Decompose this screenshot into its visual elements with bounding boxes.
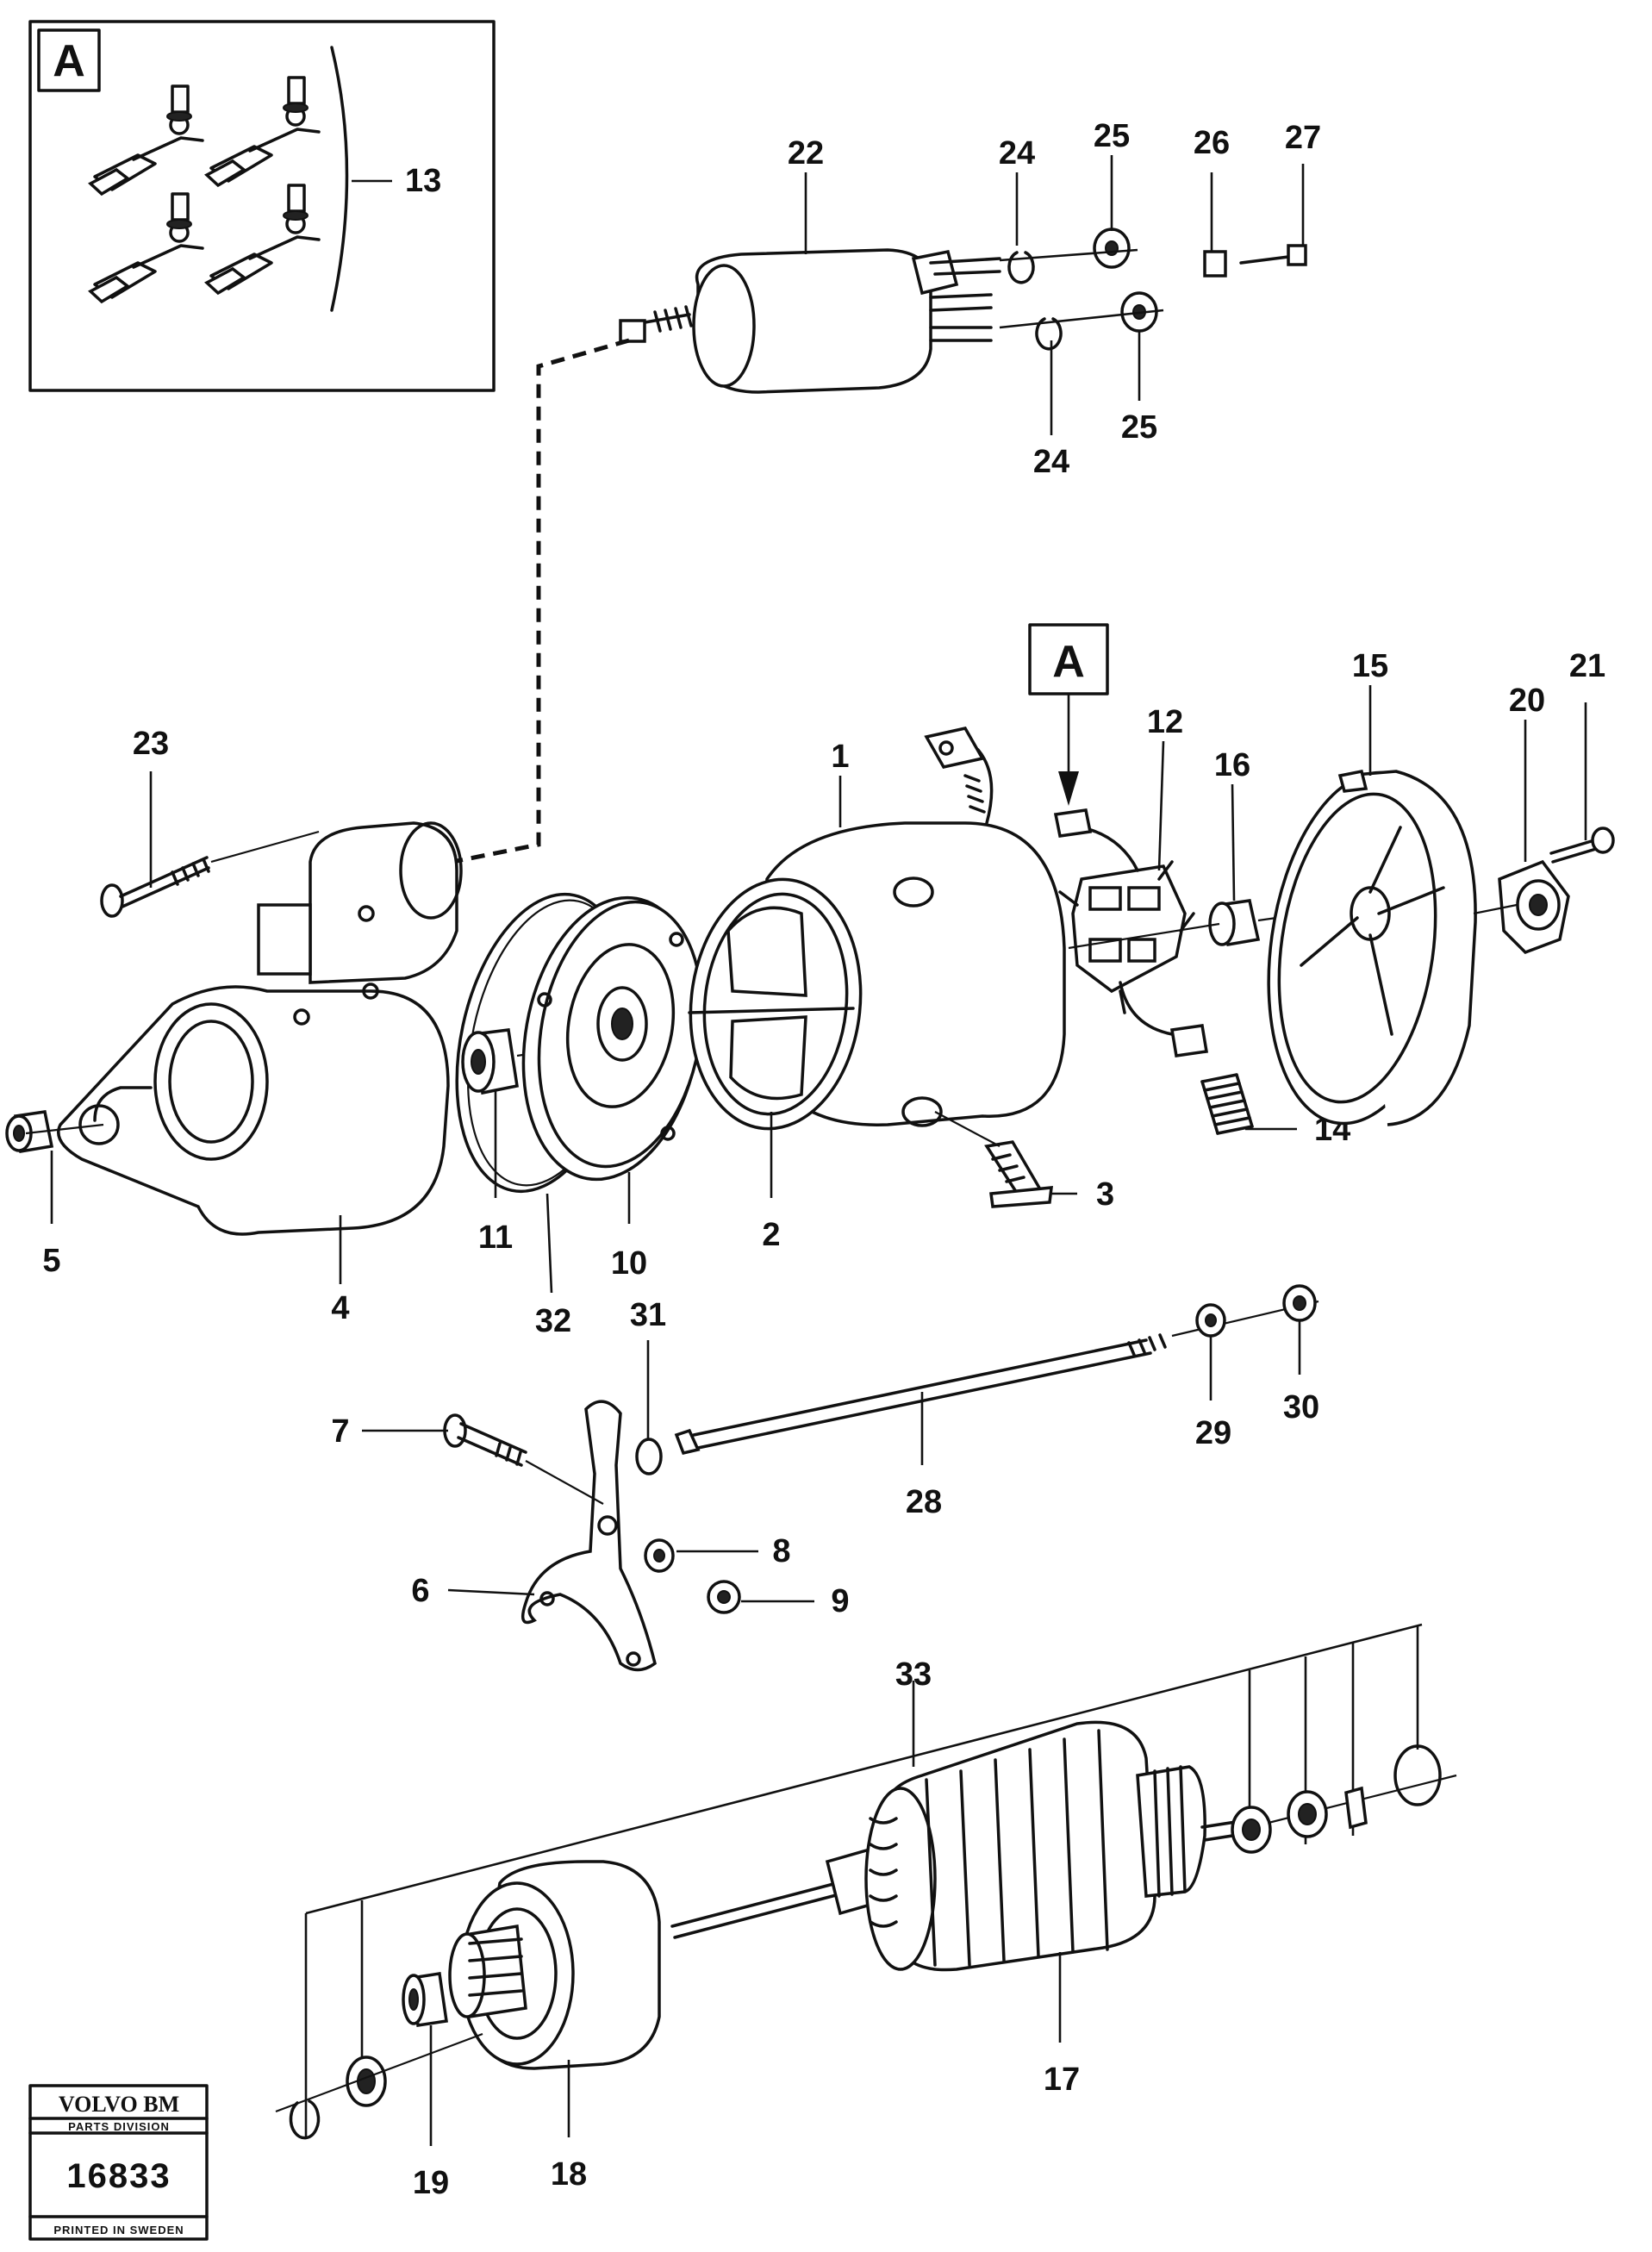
detail-a-box: A [28,20,496,392]
volvo-bm-stamp: VOLVO BM PARTS DIVISION 16833 PRINTED IN… [28,2084,209,2241]
bearing-plate-20: 20 [1473,683,1570,955]
solenoid-link-dashed-line [452,338,630,864]
commutator-end-cover-15: 15 [1267,648,1477,1126]
nut-9: 9 [707,1580,850,1619]
label-15: 15 [1352,648,1388,684]
label-1: 1 [831,739,849,775]
intermediate-bearing-10: 10 [521,895,704,1282]
label-19: 19 [413,2165,449,2201]
callout-a: A [1028,623,1109,806]
armature-kit-33: 33 [304,1623,1423,2137]
bushing-5: 5 [5,1110,104,1279]
screw-3: 3 [934,1111,1114,1213]
label-22: 22 [788,135,824,172]
stamp-division: PARTS DIVISION [68,2120,170,2133]
label-24-bottom: 24 [1033,444,1069,480]
bushing-19: 19 [402,1971,449,2201]
nut-30: 30 [1282,1284,1319,1425]
shift-fork-6: 6 [411,1400,657,1672]
label-16: 16 [1214,747,1250,783]
label-25-bottom: 25 [1121,409,1157,446]
drive-end-housing: 4 [57,821,463,1326]
washer-8: 8 [644,1533,791,1573]
brush-holder-12: 12 [1053,704,1209,1057]
label-12: 12 [1147,704,1183,740]
label-33: 33 [895,1656,932,1693]
washer-29: 29 [1195,1303,1231,1451]
drive-pinion-18: 18 [448,1860,661,2193]
label-26: 26 [1194,125,1230,161]
label-10: 10 [611,1245,647,1282]
tie-bolt-28: 28 31 [630,1297,1319,1520]
bushing-16: 16 [1068,747,1319,950]
label-2: 2 [762,1217,780,1253]
label-3: 3 [1096,1176,1114,1213]
label-17: 17 [1044,2062,1080,2098]
label-20: 20 [1509,683,1545,719]
label-29: 29 [1195,1415,1231,1451]
pin-7: 7 [331,1413,604,1505]
label-25-top: 25 [1094,118,1130,154]
label-7: 7 [331,1413,349,1450]
label-31: 31 [630,1297,666,1333]
armature-17: 17 [670,1720,1457,2098]
screw-21: 21 [1549,648,1615,864]
label-13: 13 [405,163,441,199]
label-9: 9 [831,1583,849,1619]
stamp-brand: VOLVO BM [59,2092,179,2117]
detail-a-label: A [53,36,85,86]
label-23: 23 [133,726,169,762]
label-8: 8 [772,1533,790,1569]
label-21: 21 [1569,648,1605,684]
label-11: 11 [478,1220,513,1256]
brush-assembly-icon [88,76,321,304]
bushing-11: 11 [461,1028,656,1256]
label-24-top: 24 [999,135,1035,172]
label-6: 6 [411,1573,429,1609]
solenoid: 22 24 25 26 27 24 25 [619,118,1321,480]
label-30: 30 [1283,1389,1319,1425]
label-4: 4 [331,1290,349,1326]
label-28: 28 [906,1484,942,1520]
label-18: 18 [551,2156,587,2193]
stamp-number: 16833 [66,2157,171,2195]
stamp-footer: PRINTED IN SWEDEN [53,2224,184,2236]
label-27: 27 [1285,120,1321,156]
screw-23: 23 [100,726,320,918]
armature-kit-washers [275,1744,1442,2140]
callout-a-label: A [1052,637,1085,687]
field-frame-1: 1 2 [688,727,1066,1253]
label-5: 5 [42,1243,60,1279]
label-32: 32 [535,1303,571,1339]
